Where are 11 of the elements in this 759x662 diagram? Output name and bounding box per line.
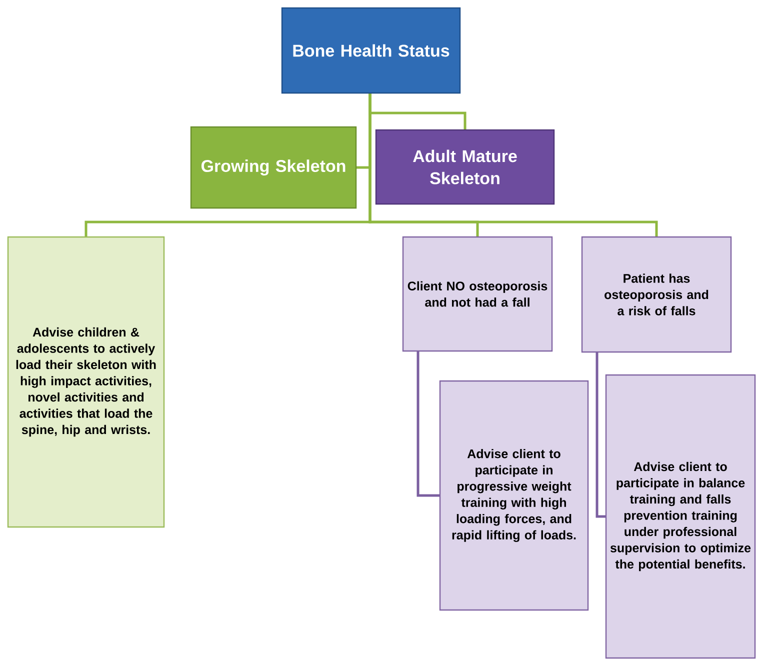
heading-box: Bone Health Status (281, 7, 461, 94)
connector-line (368, 93, 658, 237)
condition-box: Client NO osteoporosis and not had a fall (402, 236, 553, 352)
connector-line (416, 351, 440, 497)
advice-box: Advise children & adolescents to actively load their skeleton with high impact activities, novel activities and activities that load the spine, hip and wrists. (7, 236, 165, 528)
category-box: Adult Mature Skeleton (375, 129, 555, 205)
category-box: Growing Skeleton (190, 126, 357, 209)
condition-box: Patient has osteoporosis and a risk of falls (581, 236, 732, 353)
advice-box: Advise client to participate in progressive weight training with high loading forces, and rapid lifting of loads. (439, 380, 589, 611)
advice-box: Advise client to participate in balance training and falls prevention training under professional supervision to optimize the potential benefits. (605, 374, 756, 659)
connector-line (596, 352, 606, 518)
